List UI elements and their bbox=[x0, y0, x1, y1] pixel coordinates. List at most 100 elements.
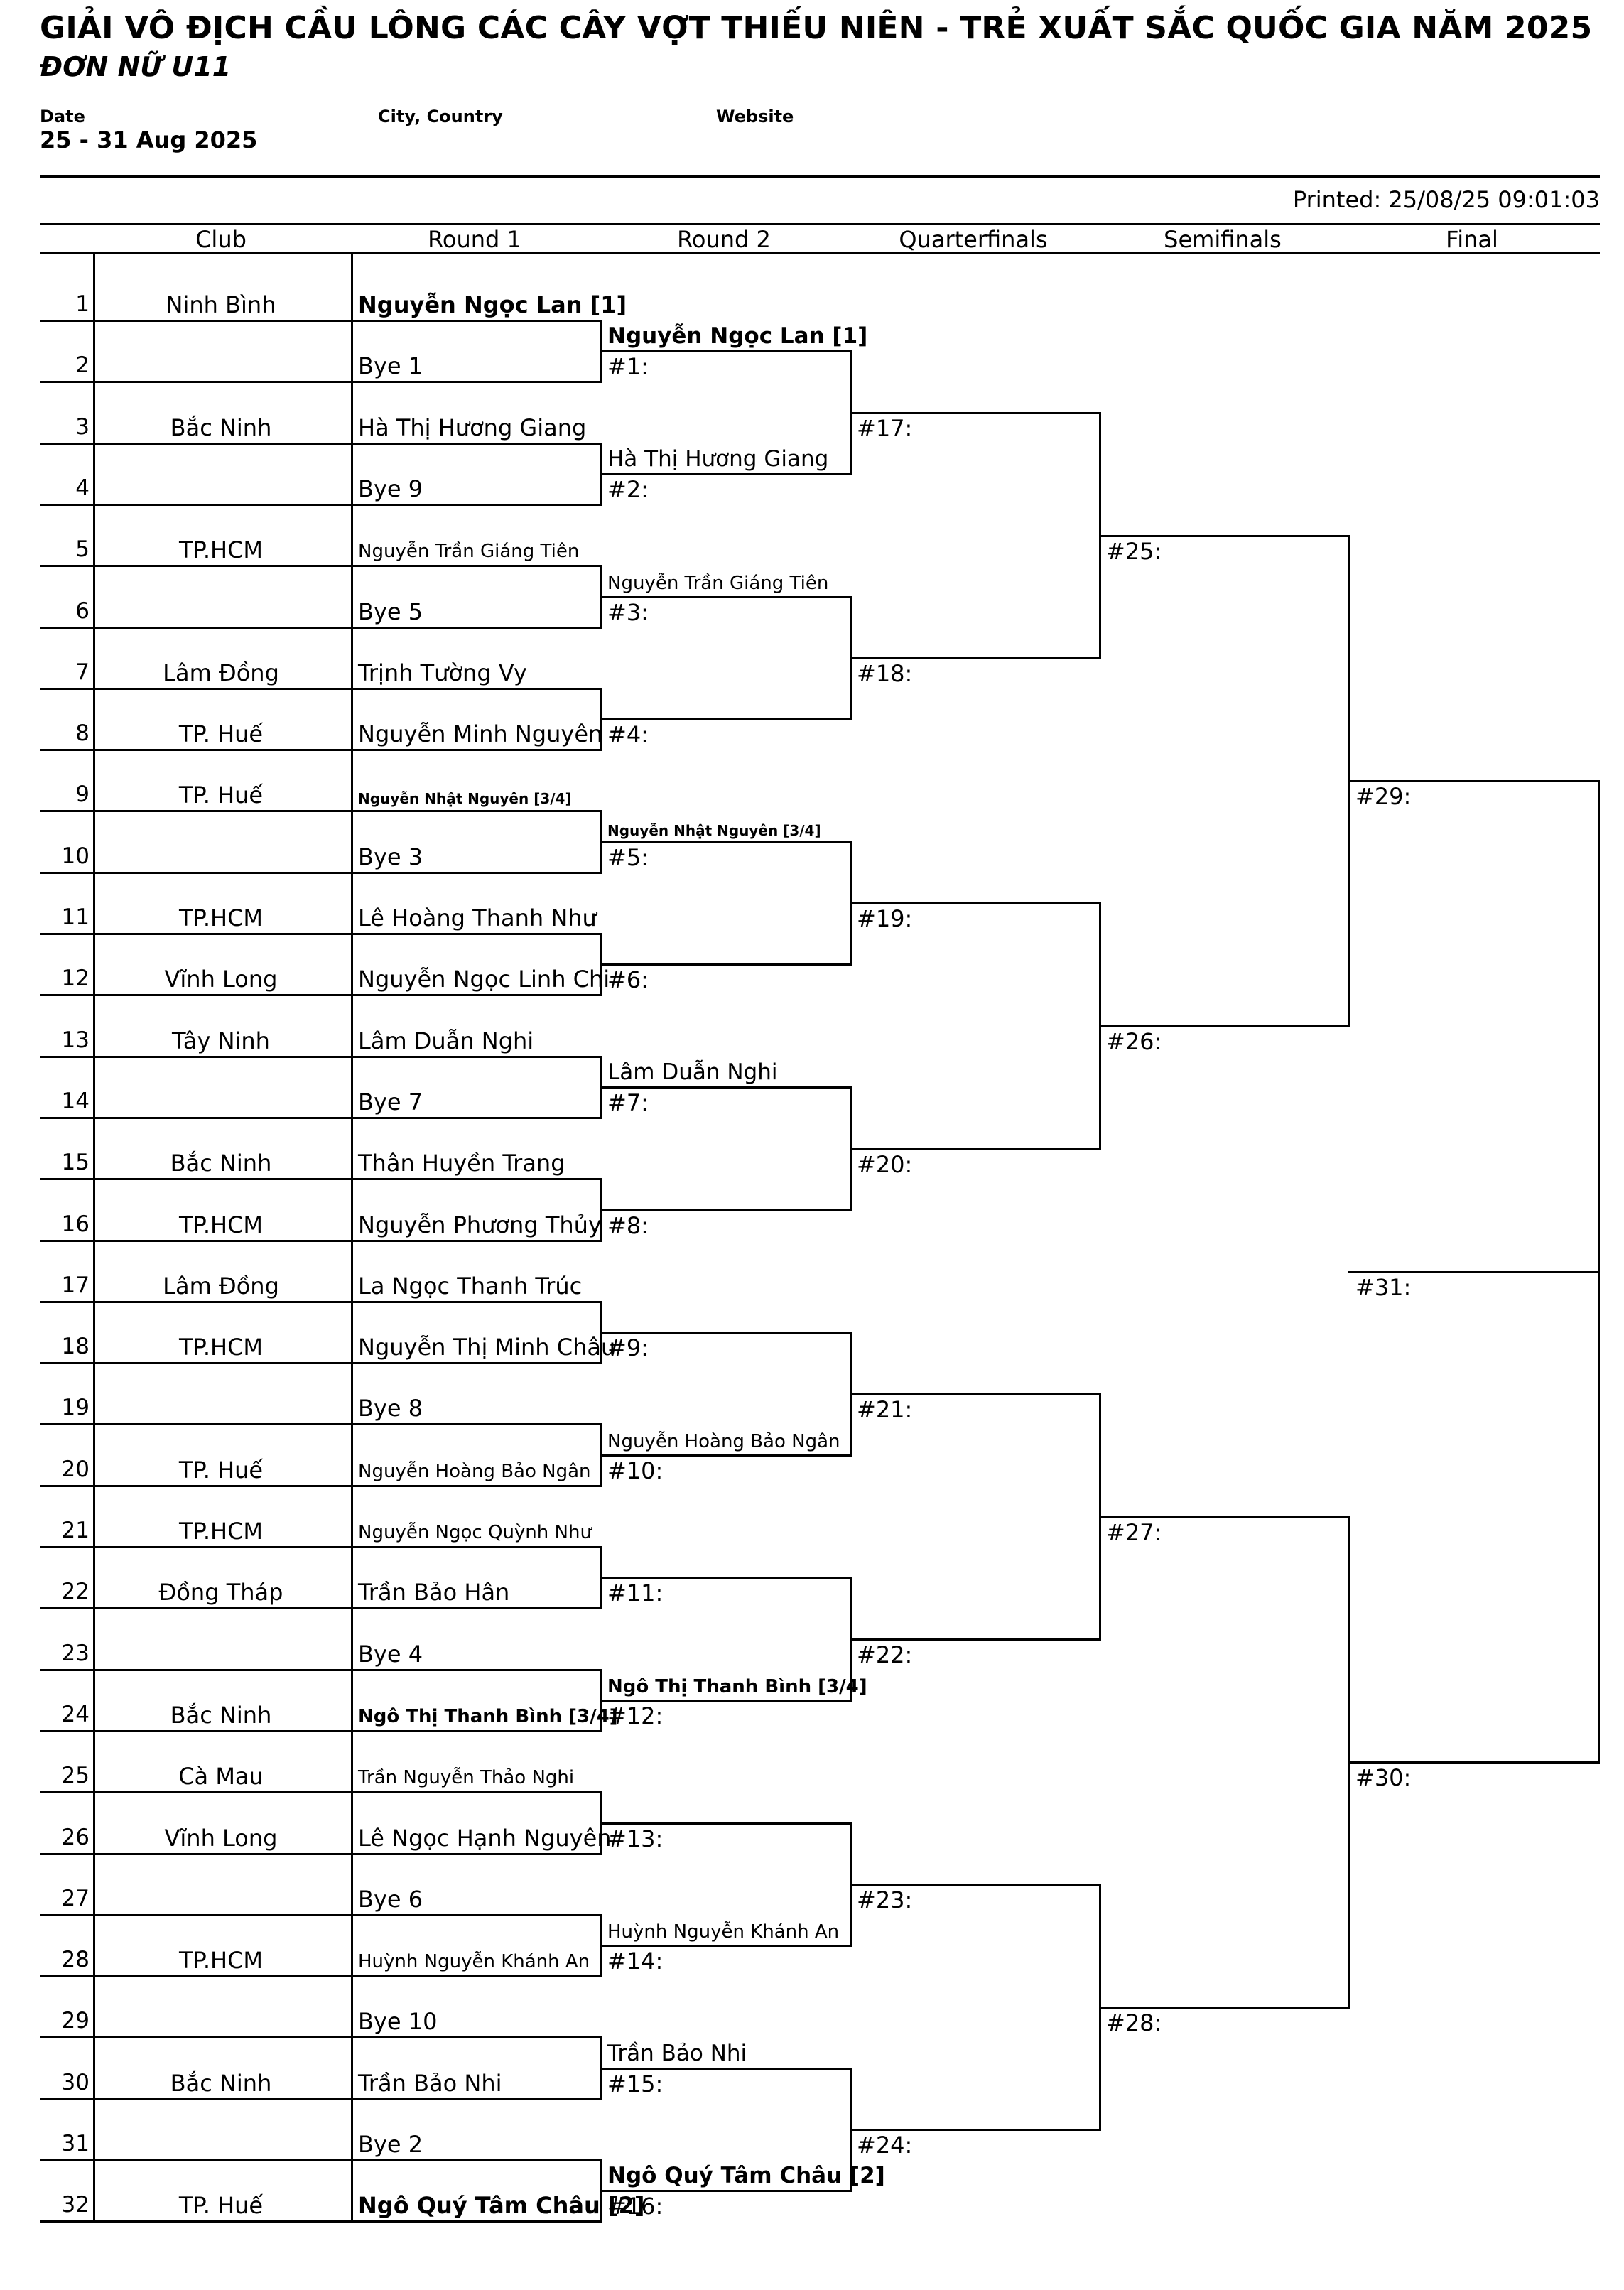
club-name: Lâm Đồng bbox=[163, 1273, 279, 1300]
draw-position-number: 20 bbox=[61, 1457, 90, 1482]
round1-line bbox=[351, 504, 602, 506]
draw-position-number: 15 bbox=[61, 1150, 90, 1175]
match-number: #9: bbox=[607, 1334, 649, 1361]
club-name: Tây Ninh bbox=[172, 1027, 270, 1054]
player-name[interactable]: Nguyễn Ngọc Lan [1] bbox=[358, 291, 627, 318]
round1-line bbox=[351, 627, 602, 629]
round2-winner[interactable]: Nguyễn Trần Giáng Tiên bbox=[607, 573, 829, 594]
round2-winner[interactable]: Nguyễn Ngọc Lan [1] bbox=[607, 323, 868, 349]
player-name[interactable]: Ngô Thị Thanh Bình [3/4] bbox=[358, 1706, 618, 1727]
player-name[interactable]: Lâm Duẫn Nghi bbox=[358, 1027, 534, 1054]
round2-line bbox=[600, 473, 852, 475]
match-number: #14: bbox=[607, 1948, 664, 1975]
player-name[interactable]: Nguyễn Ngọc Linh Chi bbox=[358, 966, 610, 993]
player-name[interactable]: Nguyễn Thị Minh Châu bbox=[358, 1334, 616, 1361]
player-name[interactable]: Bye 6 bbox=[358, 1886, 423, 1913]
round2-winner[interactable]: Hà Thị Hương Giang bbox=[607, 446, 829, 472]
round2-winner[interactable]: Nguyễn Nhật Nguyên [3/4] bbox=[607, 822, 821, 839]
round2-winner[interactable]: Ngô Thị Thanh Bình [3/4] bbox=[607, 1676, 867, 1697]
club-name: TP.HCM bbox=[178, 1518, 264, 1545]
match-number: #1: bbox=[607, 353, 649, 380]
player-name[interactable]: Nguyễn Phương Thủy bbox=[358, 1211, 602, 1238]
player-name[interactable]: Bye 5 bbox=[358, 598, 423, 625]
entry-line bbox=[40, 565, 353, 567]
player-name[interactable]: Thân Huyền Trang bbox=[358, 1150, 565, 1177]
round2-line bbox=[600, 2190, 852, 2192]
draw-position-number: 13 bbox=[61, 1027, 90, 1053]
match-number: #12: bbox=[607, 1702, 664, 1729]
player-name[interactable]: Nguyễn Nhật Nguyên [3/4] bbox=[358, 790, 572, 807]
player-name[interactable]: Bye 2 bbox=[358, 2131, 423, 2158]
entry-line bbox=[40, 1914, 353, 1916]
round2-winner[interactable]: Trần Bảo Nhi bbox=[607, 2041, 747, 2066]
city-label: City, Country bbox=[378, 107, 503, 126]
round1-line bbox=[351, 994, 602, 996]
player-name[interactable]: Trịnh Tường Vy bbox=[358, 659, 527, 686]
player-name[interactable]: Bye 8 bbox=[358, 1395, 423, 1422]
player-name[interactable]: Trần Bảo Hân bbox=[358, 1579, 510, 1606]
player-name[interactable]: Bye 1 bbox=[358, 352, 423, 379]
match-number: #20: bbox=[857, 1151, 913, 1178]
player-name[interactable]: La Ngọc Thanh Trúc bbox=[358, 1273, 583, 1300]
round2-line bbox=[600, 1700, 852, 1702]
player-name[interactable]: Lê Hoàng Thanh Như bbox=[358, 904, 597, 931]
match-number: #2: bbox=[607, 476, 649, 503]
entry-line bbox=[40, 994, 353, 996]
round1-line bbox=[351, 933, 602, 935]
draw-position-number: 21 bbox=[61, 1518, 90, 1543]
entry-line bbox=[40, 872, 353, 874]
round1-line bbox=[351, 1914, 602, 1916]
entry-line bbox=[40, 1485, 353, 1487]
match-number: #27: bbox=[1106, 1519, 1162, 1546]
player-name[interactable]: Trần Nguyễn Thảo Nghi bbox=[358, 1767, 575, 1788]
column-header-final: Final bbox=[1446, 226, 1498, 253]
player-name[interactable]: Hà Thị Hương Giang bbox=[358, 414, 587, 441]
column-header-bottom-rule bbox=[40, 252, 1600, 254]
round1-line bbox=[351, 1546, 602, 1548]
round2-winner[interactable]: Nguyễn Hoàng Bảo Ngân bbox=[607, 1431, 840, 1452]
round1-line bbox=[351, 1975, 602, 1977]
quarterfinal-line bbox=[850, 1393, 1101, 1395]
player-name[interactable]: Nguyễn Hoàng Bảo Ngân bbox=[358, 1461, 591, 1482]
round2-line bbox=[600, 1577, 852, 1579]
player-name[interactable]: Nguyễn Trần Giáng Tiên bbox=[358, 541, 580, 562]
entry-line bbox=[40, 1240, 353, 1242]
player-name[interactable]: Lê Ngọc Hạnh Nguyên bbox=[358, 1825, 612, 1852]
player-name[interactable]: Nguyễn Minh Nguyên bbox=[358, 720, 603, 747]
round1-line bbox=[351, 872, 602, 874]
round2-winner[interactable]: Ngô Quý Tâm Châu [2] bbox=[607, 2163, 885, 2188]
club-name: Ninh Bình bbox=[166, 291, 276, 318]
semifinal-line bbox=[1099, 1025, 1350, 1027]
champion-line bbox=[1348, 1271, 1600, 1273]
match-number: #3: bbox=[607, 599, 649, 626]
match-number: #10: bbox=[607, 1457, 664, 1484]
round1-line bbox=[351, 381, 602, 383]
match-number: #18: bbox=[857, 660, 913, 687]
club-name: TP.HCM bbox=[178, 904, 264, 931]
match-number: #30: bbox=[1355, 1764, 1412, 1791]
round2-line bbox=[600, 841, 852, 843]
round1-line bbox=[351, 1178, 602, 1180]
player-name[interactable]: Ngô Quý Tâm Châu [2] bbox=[358, 2192, 645, 2219]
draw-position-number: 5 bbox=[75, 536, 90, 562]
draw-position-number: 29 bbox=[61, 2008, 90, 2034]
match-number: #8: bbox=[607, 1212, 649, 1239]
player-name[interactable]: Nguyễn Ngọc Quỳnh Như bbox=[358, 1522, 592, 1543]
draw-position-number: 24 bbox=[61, 1702, 90, 1727]
player-name[interactable]: Bye 3 bbox=[358, 843, 423, 870]
round1-line bbox=[351, 565, 602, 567]
player-name[interactable]: Trần Bảo Nhi bbox=[358, 2070, 502, 2097]
player-name[interactable]: Bye 7 bbox=[358, 1089, 423, 1116]
player-name[interactable]: Bye 10 bbox=[358, 2008, 438, 2035]
entry-line bbox=[40, 1607, 353, 1609]
player-name[interactable]: Bye 9 bbox=[358, 475, 423, 502]
round2-winner[interactable]: Lâm Duẫn Nghi bbox=[607, 1059, 778, 1085]
final-line bbox=[1348, 1761, 1600, 1764]
club-name: TP.HCM bbox=[178, 1211, 264, 1238]
quarterfinal-line bbox=[850, 412, 1101, 414]
player-name[interactable]: Huỳnh Nguyễn Khánh An bbox=[358, 1951, 590, 1972]
player-name[interactable]: Bye 4 bbox=[358, 1641, 423, 1668]
round2-winner[interactable]: Huỳnh Nguyễn Khánh An bbox=[607, 1921, 840, 1943]
club-name: TP. Huế bbox=[178, 720, 264, 747]
match-number: #16: bbox=[607, 2193, 664, 2220]
